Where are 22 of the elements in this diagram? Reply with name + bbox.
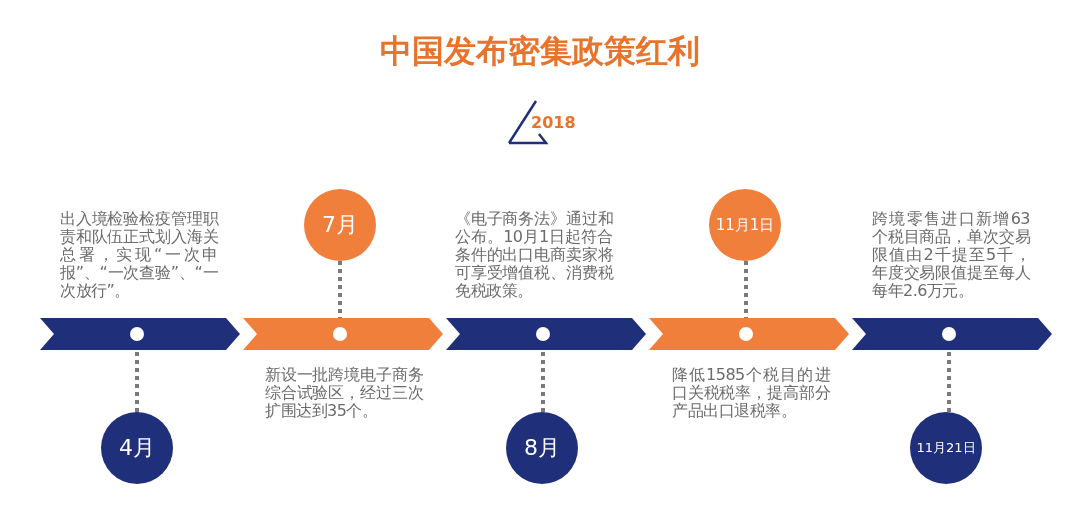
month-circle: 7月 xyxy=(304,189,376,261)
description-text: 跨境零售进口新增63个税目商品，单次交易限值由2千提至5千，年度交易限值提至每人每年2.6万元。 xyxy=(872,210,1030,300)
dotted-connector xyxy=(135,350,139,412)
dotted-connector xyxy=(744,261,748,318)
dotted-connector xyxy=(541,350,545,412)
description-text: 新设一批跨境电子商务综合试验区，经过三次扩围达到35个。 xyxy=(265,366,423,420)
month-circle: 4月 xyxy=(101,412,173,484)
year-label: 2018 xyxy=(531,113,576,132)
description-text: 出入境检验检疫管理职责和队伍正式划入海关总署，实现“一次申报”、“一次查验”、“一次放行”。 xyxy=(60,210,218,300)
timeline-bar xyxy=(852,318,1052,350)
timeline-bar xyxy=(243,318,443,350)
month-circle: 8月 xyxy=(506,412,578,484)
dotted-connector xyxy=(947,350,951,412)
timeline-bar xyxy=(40,318,240,350)
description-text: 降低1585个税目的进口关税税率，提高部分产品出口退税率。 xyxy=(672,366,830,420)
month-circle: 11月21日 xyxy=(910,412,982,484)
dotted-connector xyxy=(338,261,342,318)
month-circle: 11月1日 xyxy=(709,189,781,261)
timeline-bar xyxy=(649,318,849,350)
timeline-bar xyxy=(446,318,646,350)
title: 中国发布密集政策红利 xyxy=(379,31,701,72)
description-text: 《电子商务法》通过和公布。10月1日起符合条件的出口电商卖家将可享受增值税、消费税免税政策。 xyxy=(455,210,613,300)
